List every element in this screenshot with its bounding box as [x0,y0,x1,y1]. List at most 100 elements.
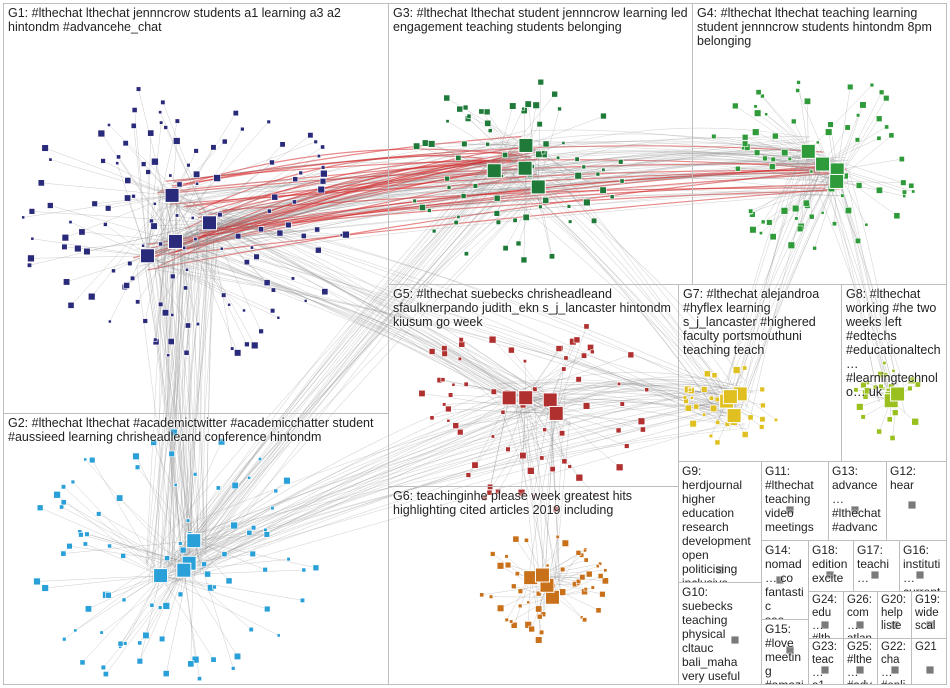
inter-group-edge [194,178,513,566]
network-node [595,171,601,177]
network-node [83,247,91,256]
network-node [201,561,207,568]
network-node [701,386,708,393]
network-node [122,140,129,147]
group-panel-g2: G2: #lthechat lthechat #academictwitter … [3,413,389,685]
intra-group-edge [193,534,267,541]
network-node [441,350,448,357]
intra-group-edge [525,397,543,459]
intra-group-edge [162,102,210,223]
intra-group-edge [460,397,510,433]
intra-group-edge [421,393,557,414]
inter-group-edge [553,401,731,408]
network-node [97,129,106,138]
intra-group-edge [160,575,214,660]
inter-group-edge [542,155,831,178]
intra-group-edge [82,540,194,663]
network-node [915,570,925,580]
network-node [83,457,88,462]
intra-group-edge [433,170,495,232]
hub-node [153,568,169,584]
network-node [251,341,259,350]
network-node [463,381,469,387]
intra-group-edge [175,484,190,564]
inter-group-edge [505,175,717,401]
network-node [262,567,268,573]
inter-group-edge [143,242,202,574]
network-node [711,372,718,379]
inter-group-edge [177,171,491,241]
network-node [752,128,760,136]
intra-group-edge [63,502,184,571]
network-node [168,450,175,458]
intra-group-edge [160,441,222,576]
hub-node [890,386,906,402]
network-node [890,665,900,675]
inter-group-edge [537,383,717,400]
network-node [258,328,264,334]
network-node [710,404,718,412]
group-label-g22: G22: cha… #onli… [881,641,906,684]
network-node [490,551,496,557]
network-node [537,78,544,86]
network-node [619,178,625,184]
network-node [444,175,450,182]
network-node [192,472,198,477]
group-panel-g9: G9: herdjournal higher education researc… [678,461,762,583]
inter-group-edge [163,241,184,577]
network-node [263,527,268,532]
intra-group-edge [836,181,904,183]
group-panel-g17: G17: teachi… [853,540,900,592]
network-node [493,194,501,202]
inter-group-edge [169,244,180,567]
network-node [535,590,542,597]
inter-group-edge [153,264,725,407]
network-node [615,427,622,434]
network-node [542,140,550,148]
intra-group-edge [542,570,606,576]
intra-group-edge [193,540,266,570]
group-panel-g25: G25: #lthe… #adv… [843,638,878,685]
network-node [914,381,921,388]
network-node [78,532,84,538]
intra-group-edge [147,255,189,326]
network-node [481,495,488,501]
network-node [815,140,820,145]
network-node [123,282,130,289]
hub-node [186,533,202,549]
intra-group-edge [92,459,161,576]
intra-group-edge [505,186,539,249]
inter-group-edge [156,269,725,414]
intra-group-edge [175,128,243,242]
network-node [273,488,279,494]
intra-group-edge [91,195,173,297]
intra-group-edge [175,234,346,242]
inter-group-edge [183,154,523,239]
network-node [541,150,546,155]
intra-group-edge [209,222,342,236]
inter-group-edge [199,184,833,234]
intra-group-edge [175,241,222,249]
network-node [248,626,254,633]
inter-group-edge [195,218,210,563]
intra-group-edge [687,389,735,416]
network-node [794,216,799,221]
network-node [234,349,242,357]
network-node [176,181,183,188]
intra-group-edge [75,575,161,631]
network-node [855,665,865,675]
network-node [418,389,426,397]
network-node [160,99,166,105]
inter-group-edge [151,207,178,584]
intra-group-edge [161,570,185,640]
intra-group-edge [159,112,210,223]
network-node [803,97,811,105]
inter-group-edge [544,171,817,196]
hub-node [530,179,546,195]
intra-group-edge [538,166,584,188]
network-node [775,575,785,585]
network-node [36,504,44,512]
inter-group-edge [171,243,182,565]
network-node [581,352,588,359]
inter-group-edge [166,199,572,424]
